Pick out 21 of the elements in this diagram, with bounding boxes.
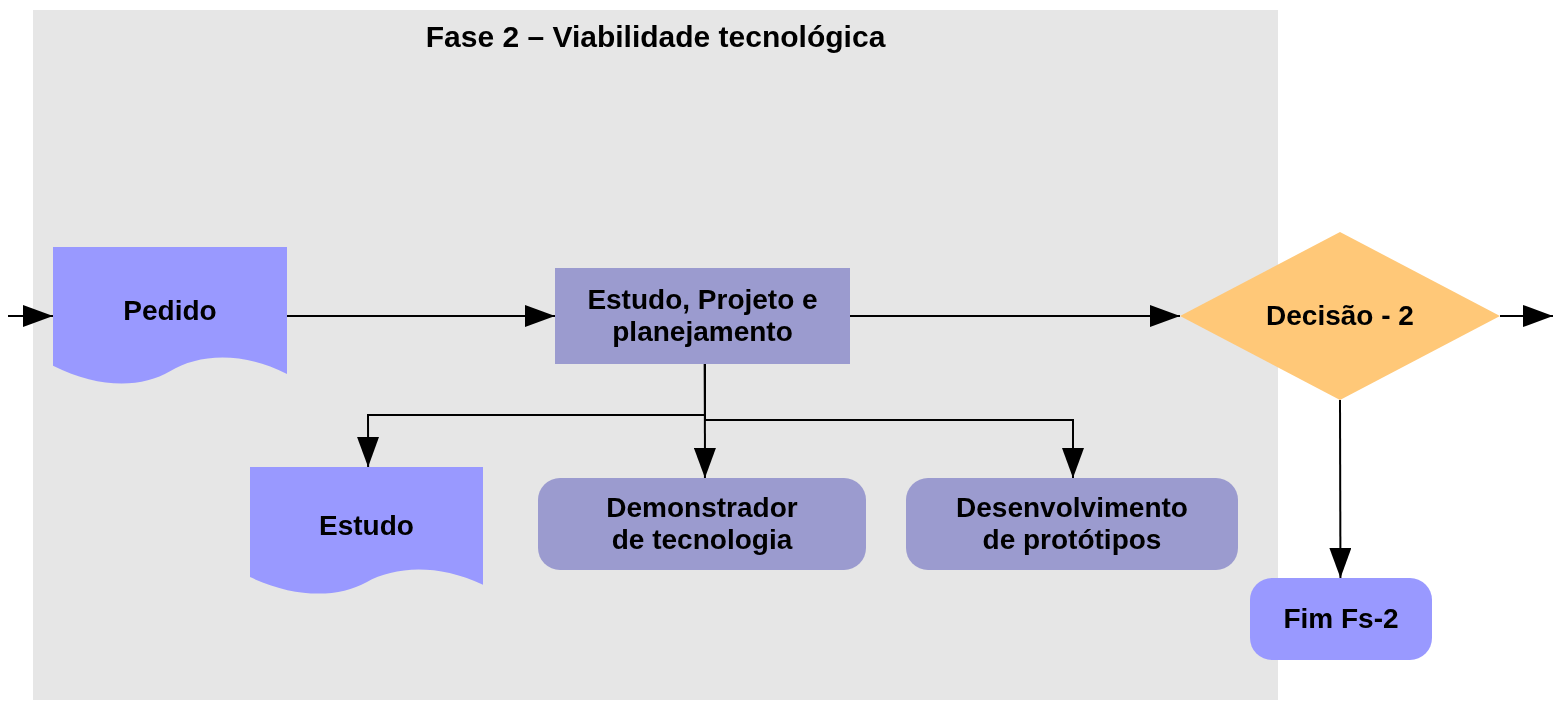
arrow [286, 305, 556, 327]
process-box [538, 478, 866, 570]
node-label: Pedido [123, 294, 217, 328]
document-shape [53, 247, 287, 385]
arrow [703, 363, 1084, 479]
panel-title: Fase 2 – Viabilidade tecnológica [425, 20, 886, 55]
node-label: Estudo, Projeto e planejamento [586, 283, 819, 349]
terminal-box [1250, 578, 1432, 660]
node-label: Demonstrador de tecnologia [605, 491, 799, 557]
document-shape [250, 467, 483, 595]
node-label: Desenvolvimento de protótipos [955, 491, 1189, 557]
arrow [1499, 305, 1554, 327]
process-box [906, 478, 1238, 570]
arrow [1329, 399, 1352, 579]
arrow [849, 305, 1181, 327]
node-label: Decisão - 2 [1266, 299, 1414, 333]
process-box [555, 268, 850, 364]
decision-diamond [1180, 232, 1500, 400]
node-label: Estudo [319, 509, 414, 543]
arrow [7, 305, 54, 327]
node-label: Fim Fs-2 [1283, 602, 1399, 636]
